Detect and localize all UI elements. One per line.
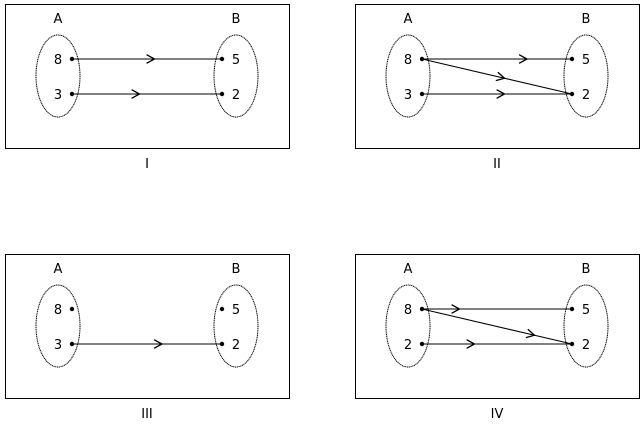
set-a-point (69, 306, 75, 312)
panel-frame (355, 4, 640, 149)
set-b-element: 5 (232, 53, 240, 68)
arrowhead-icon (466, 339, 476, 349)
set-b-element: 5 (582, 53, 590, 68)
mapping-panel-1: A B 8 3 5 2I (5, 4, 290, 172)
arrowhead-icon (131, 89, 141, 99)
set-b-label: B (582, 12, 591, 27)
mapping-panel-2: A B 8 3 5 2II (355, 4, 640, 172)
arrowhead-icon (146, 54, 156, 64)
set-b-element: 2 (232, 338, 240, 353)
set-a-label: A (54, 12, 63, 27)
set-a-element: 3 (404, 88, 412, 103)
mapping-panel-4: A B 8 2 5 2IV (355, 254, 640, 422)
set-a-ellipse (385, 284, 431, 368)
set-a-ellipse (35, 284, 81, 368)
panel-caption: III (141, 407, 153, 422)
arrowhead-icon (525, 328, 536, 339)
set-a-element: 3 (54, 338, 62, 353)
set-a-element: 8 (404, 303, 412, 318)
set-b-element: 2 (582, 338, 590, 353)
set-b-element: 5 (232, 303, 240, 318)
arrowhead-icon (495, 71, 506, 82)
set-b-element: 2 (232, 88, 240, 103)
panel-caption: I (145, 157, 149, 172)
panel-caption: IV (491, 407, 504, 422)
set-b-ellipse (563, 284, 609, 368)
panel-frame (5, 254, 290, 399)
set-b-ellipse (213, 284, 259, 368)
set-a-label: A (54, 262, 63, 277)
set-a-element: 2 (404, 338, 412, 353)
panel-frame (5, 4, 290, 149)
set-a-ellipse (35, 34, 81, 118)
set-b-label: B (232, 262, 241, 277)
set-b-element: 5 (582, 303, 590, 318)
arrowhead-icon (451, 304, 461, 314)
set-b-point (219, 306, 225, 312)
set-b-label: B (232, 12, 241, 27)
set-a-element: 3 (54, 88, 62, 103)
mapping-arrow-line (421, 308, 573, 345)
set-b-label: B (582, 262, 591, 277)
set-a-ellipse (385, 34, 431, 118)
set-a-element: 8 (54, 53, 62, 68)
set-b-ellipse (563, 34, 609, 118)
panel-frame (355, 254, 640, 399)
arrowhead-icon (153, 339, 164, 349)
set-a-label: A (404, 262, 413, 277)
set-a-label: A (404, 12, 413, 27)
panel-caption: II (493, 157, 501, 172)
set-a-element: 8 (404, 53, 412, 68)
arrowhead-icon (518, 54, 529, 64)
arrowhead-icon (496, 89, 506, 99)
set-b-ellipse (213, 34, 259, 118)
mapping-arrow-line (421, 58, 573, 95)
set-a-element: 8 (54, 303, 62, 318)
set-b-element: 2 (582, 88, 590, 103)
